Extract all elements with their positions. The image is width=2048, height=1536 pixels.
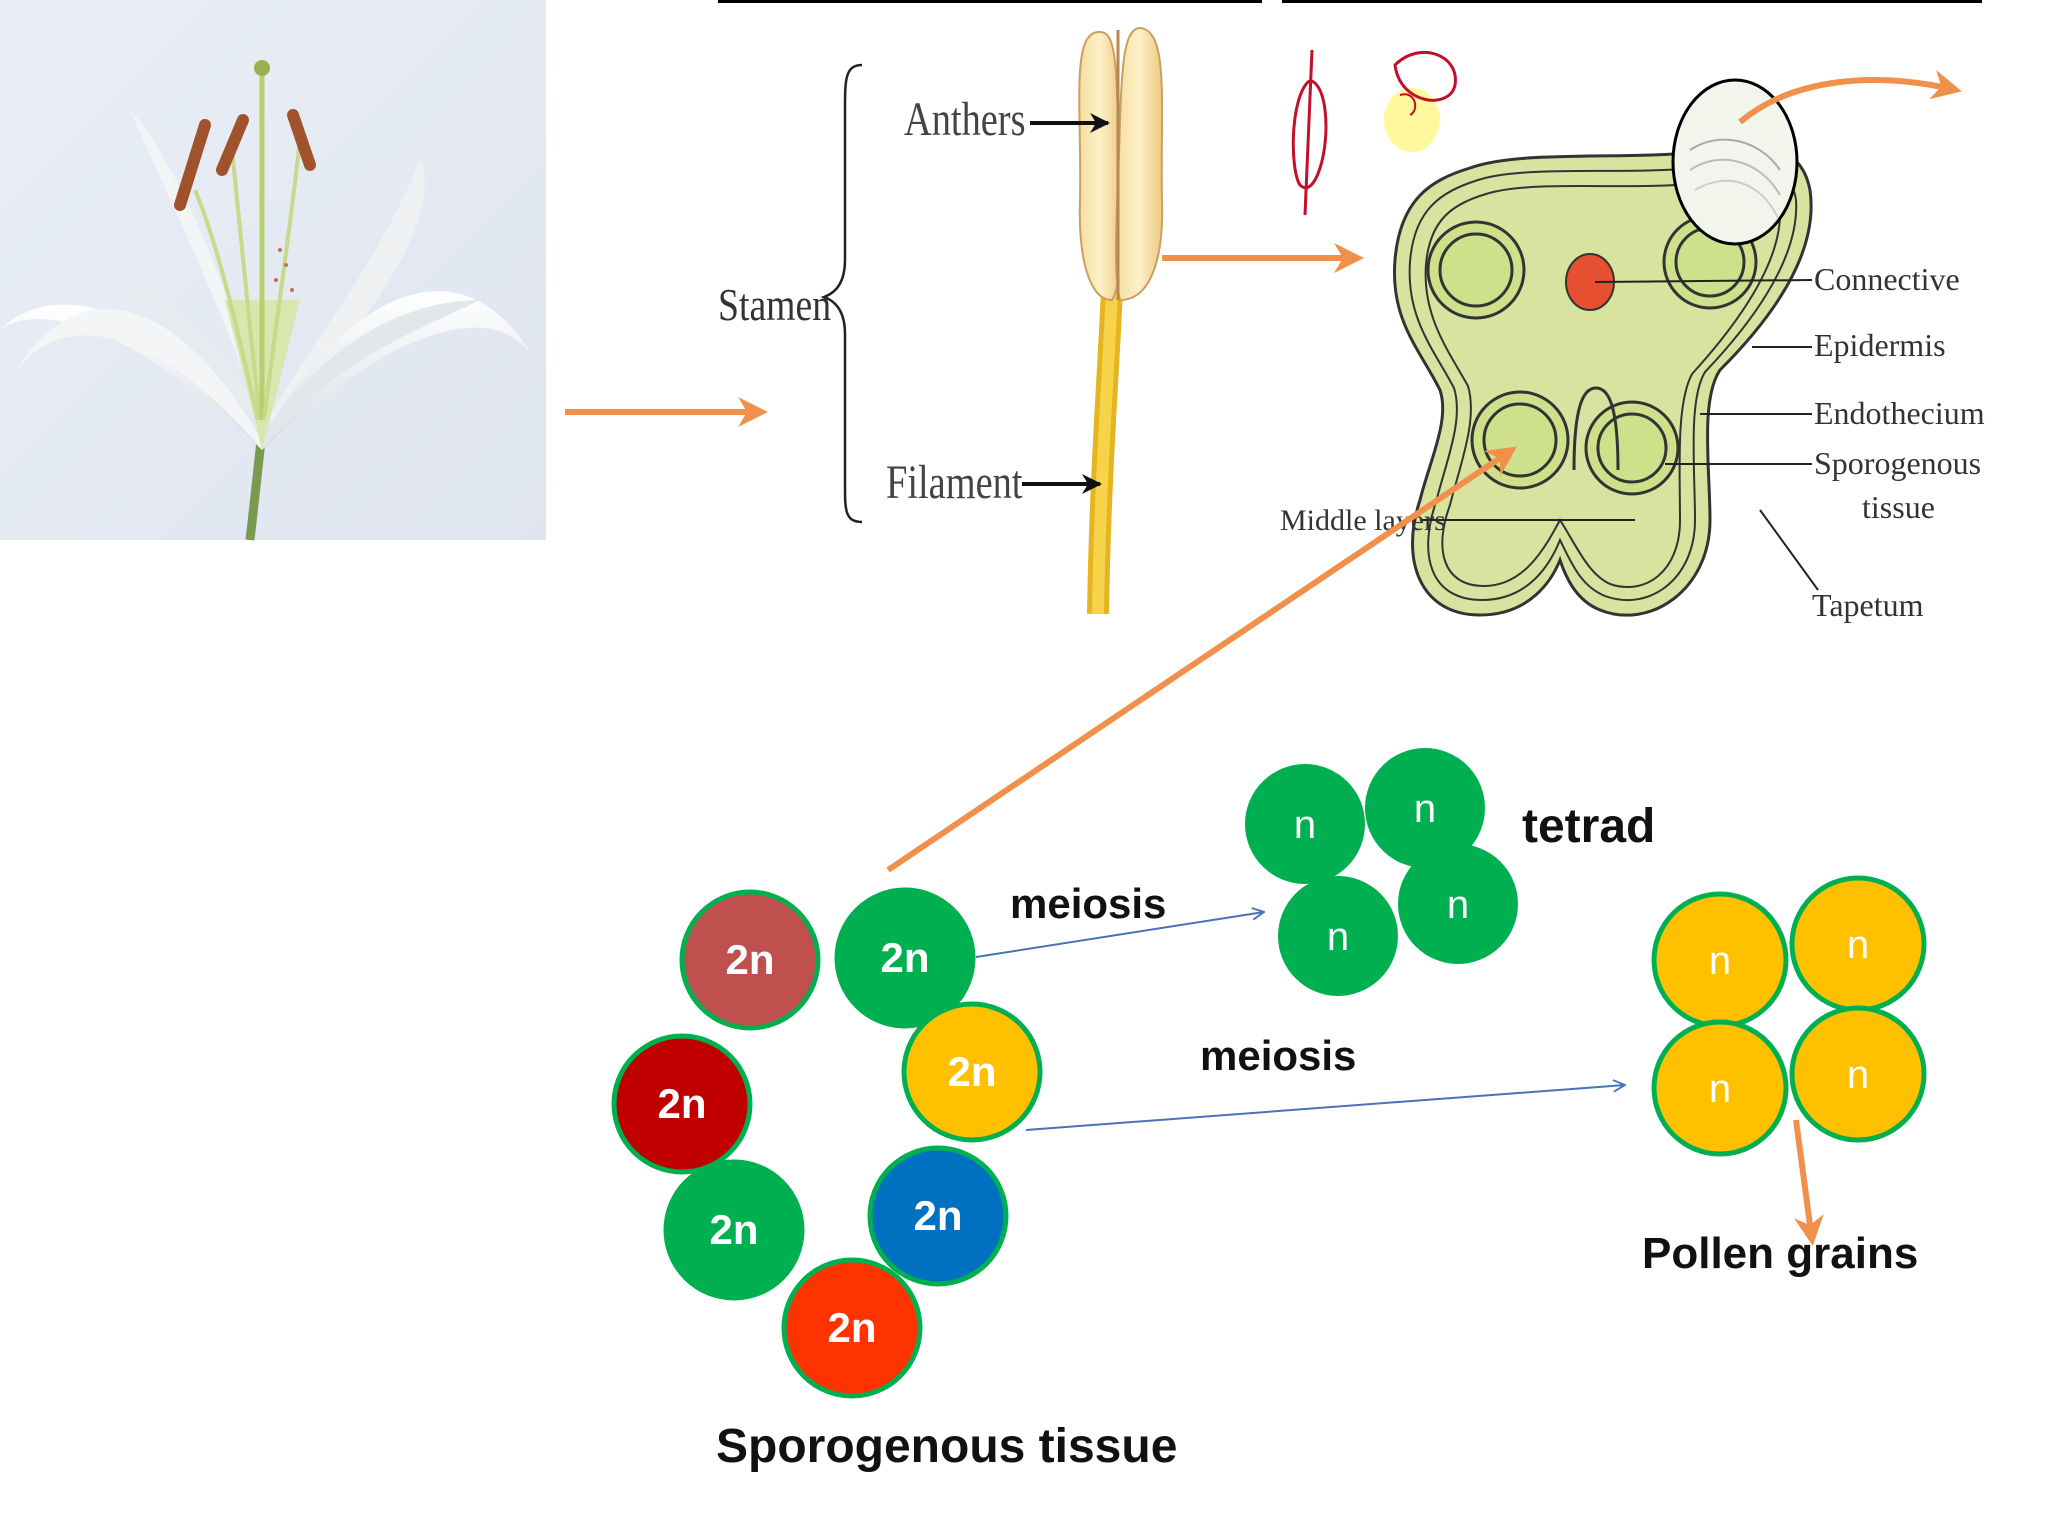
pollen-grain-cell: n <box>1789 1005 1927 1143</box>
stamen-label: Stamen <box>718 281 831 331</box>
epidermis-label: Epidermis <box>1814 327 1946 363</box>
cell-ploidy-label: n <box>1447 883 1469 927</box>
connective-label: Connective <box>1814 261 1960 297</box>
sporogenous-cell: 2n <box>834 887 976 1029</box>
cell-ploidy-label: 2n <box>880 934 929 981</box>
sporogenous-cell: 2n <box>611 1033 753 1175</box>
tetrad-cell: n <box>1398 844 1518 964</box>
sporogenous-cell: 2n <box>679 889 821 1031</box>
tetrad-cell: n <box>1365 748 1485 868</box>
sporogenous-cell: 2n <box>663 1159 805 1301</box>
filament-label: Filament <box>886 456 1022 509</box>
meiosis-arrow-1 <box>975 912 1264 958</box>
cell-ploidy-label: n <box>1414 787 1436 831</box>
sporogenous-label: Sporogenous <box>1814 445 1981 481</box>
pollen-grains-label: Pollen grains <box>1642 1229 1918 1278</box>
anther-cross-section: Connective Epidermis Endothecium Sporoge… <box>1280 0 1985 623</box>
meiosis-arrow-2 <box>1025 1085 1625 1131</box>
meiosis-label-2: meiosis <box>1200 1032 1356 1079</box>
pollen-grain-cell: n <box>1651 891 1789 1029</box>
tetrad-cell: n <box>1245 764 1365 884</box>
cell-ploidy-label: 2n <box>725 936 774 983</box>
meiosis-label-1: meiosis <box>1010 880 1166 927</box>
tissue-label: tissue <box>1862 489 1935 525</box>
cell-ploidy-label: 2n <box>657 1080 706 1127</box>
cell-ploidy-label: n <box>1847 1053 1869 1097</box>
sporogenous-tissue-label: Sporogenous tissue <box>716 1420 1177 1473</box>
sporogenous-cell: 2n <box>781 1257 923 1399</box>
cell-ploidy-label: 2n <box>947 1048 996 1095</box>
stamen-diagram: Stamen Anthers Filament <box>718 0 1262 615</box>
cell-ploidy-label: 2n <box>913 1192 962 1239</box>
anthers-label: Anthers <box>904 93 1026 146</box>
cell-ploidy-label: n <box>1294 803 1316 847</box>
pollen-pointer-arrow <box>1793 1119 1824 1246</box>
cell-ploidy-label: n <box>1709 939 1731 983</box>
cell-ploidy-label: 2n <box>709 1206 758 1253</box>
sporogenous-cell: 2n <box>901 1001 1043 1143</box>
cell-ploidy-label: 2n <box>827 1304 876 1351</box>
tetrad-label: tetrad <box>1522 800 1655 853</box>
endothecium-label: Endothecium <box>1814 395 1985 431</box>
pollen-grain-cell: n <box>1789 875 1927 1013</box>
cell-ploidy-label: n <box>1709 1067 1731 1111</box>
cell-ploidy-label: n <box>1327 915 1349 959</box>
lily-flower-photo <box>0 0 546 541</box>
tissue-to-locule-arrow <box>886 446 1517 873</box>
tetrad-cell: n <box>1278 876 1398 996</box>
pollen-grain-cell: n <box>1651 1019 1789 1157</box>
meiosis-process: 2n 2n 2n 2n 2n 2n 2n n <box>611 748 1927 1473</box>
sporogenous-cell: 2n <box>867 1145 1009 1287</box>
cell-ploidy-label: n <box>1847 923 1869 967</box>
middle-layers-label: Middle layers <box>1280 504 1446 537</box>
tapetum-label: Tapetum <box>1812 587 1924 623</box>
